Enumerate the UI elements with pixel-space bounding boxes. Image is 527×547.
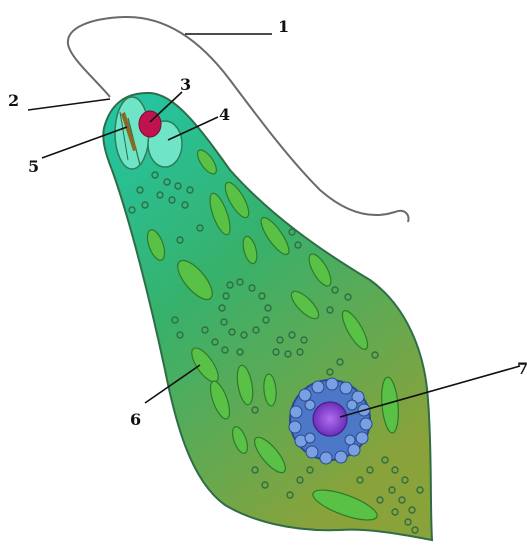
nucleolus — [313, 402, 347, 436]
label-3: 3 — [180, 75, 191, 94]
label-6: 6 — [130, 410, 141, 429]
label-7: 7 — [517, 359, 527, 378]
label-4: 4 — [219, 105, 230, 124]
label-1: 1 — [278, 17, 289, 36]
leader-line-2 — [28, 99, 110, 110]
label-5: 5 — [28, 157, 39, 176]
label-2: 2 — [8, 91, 19, 110]
